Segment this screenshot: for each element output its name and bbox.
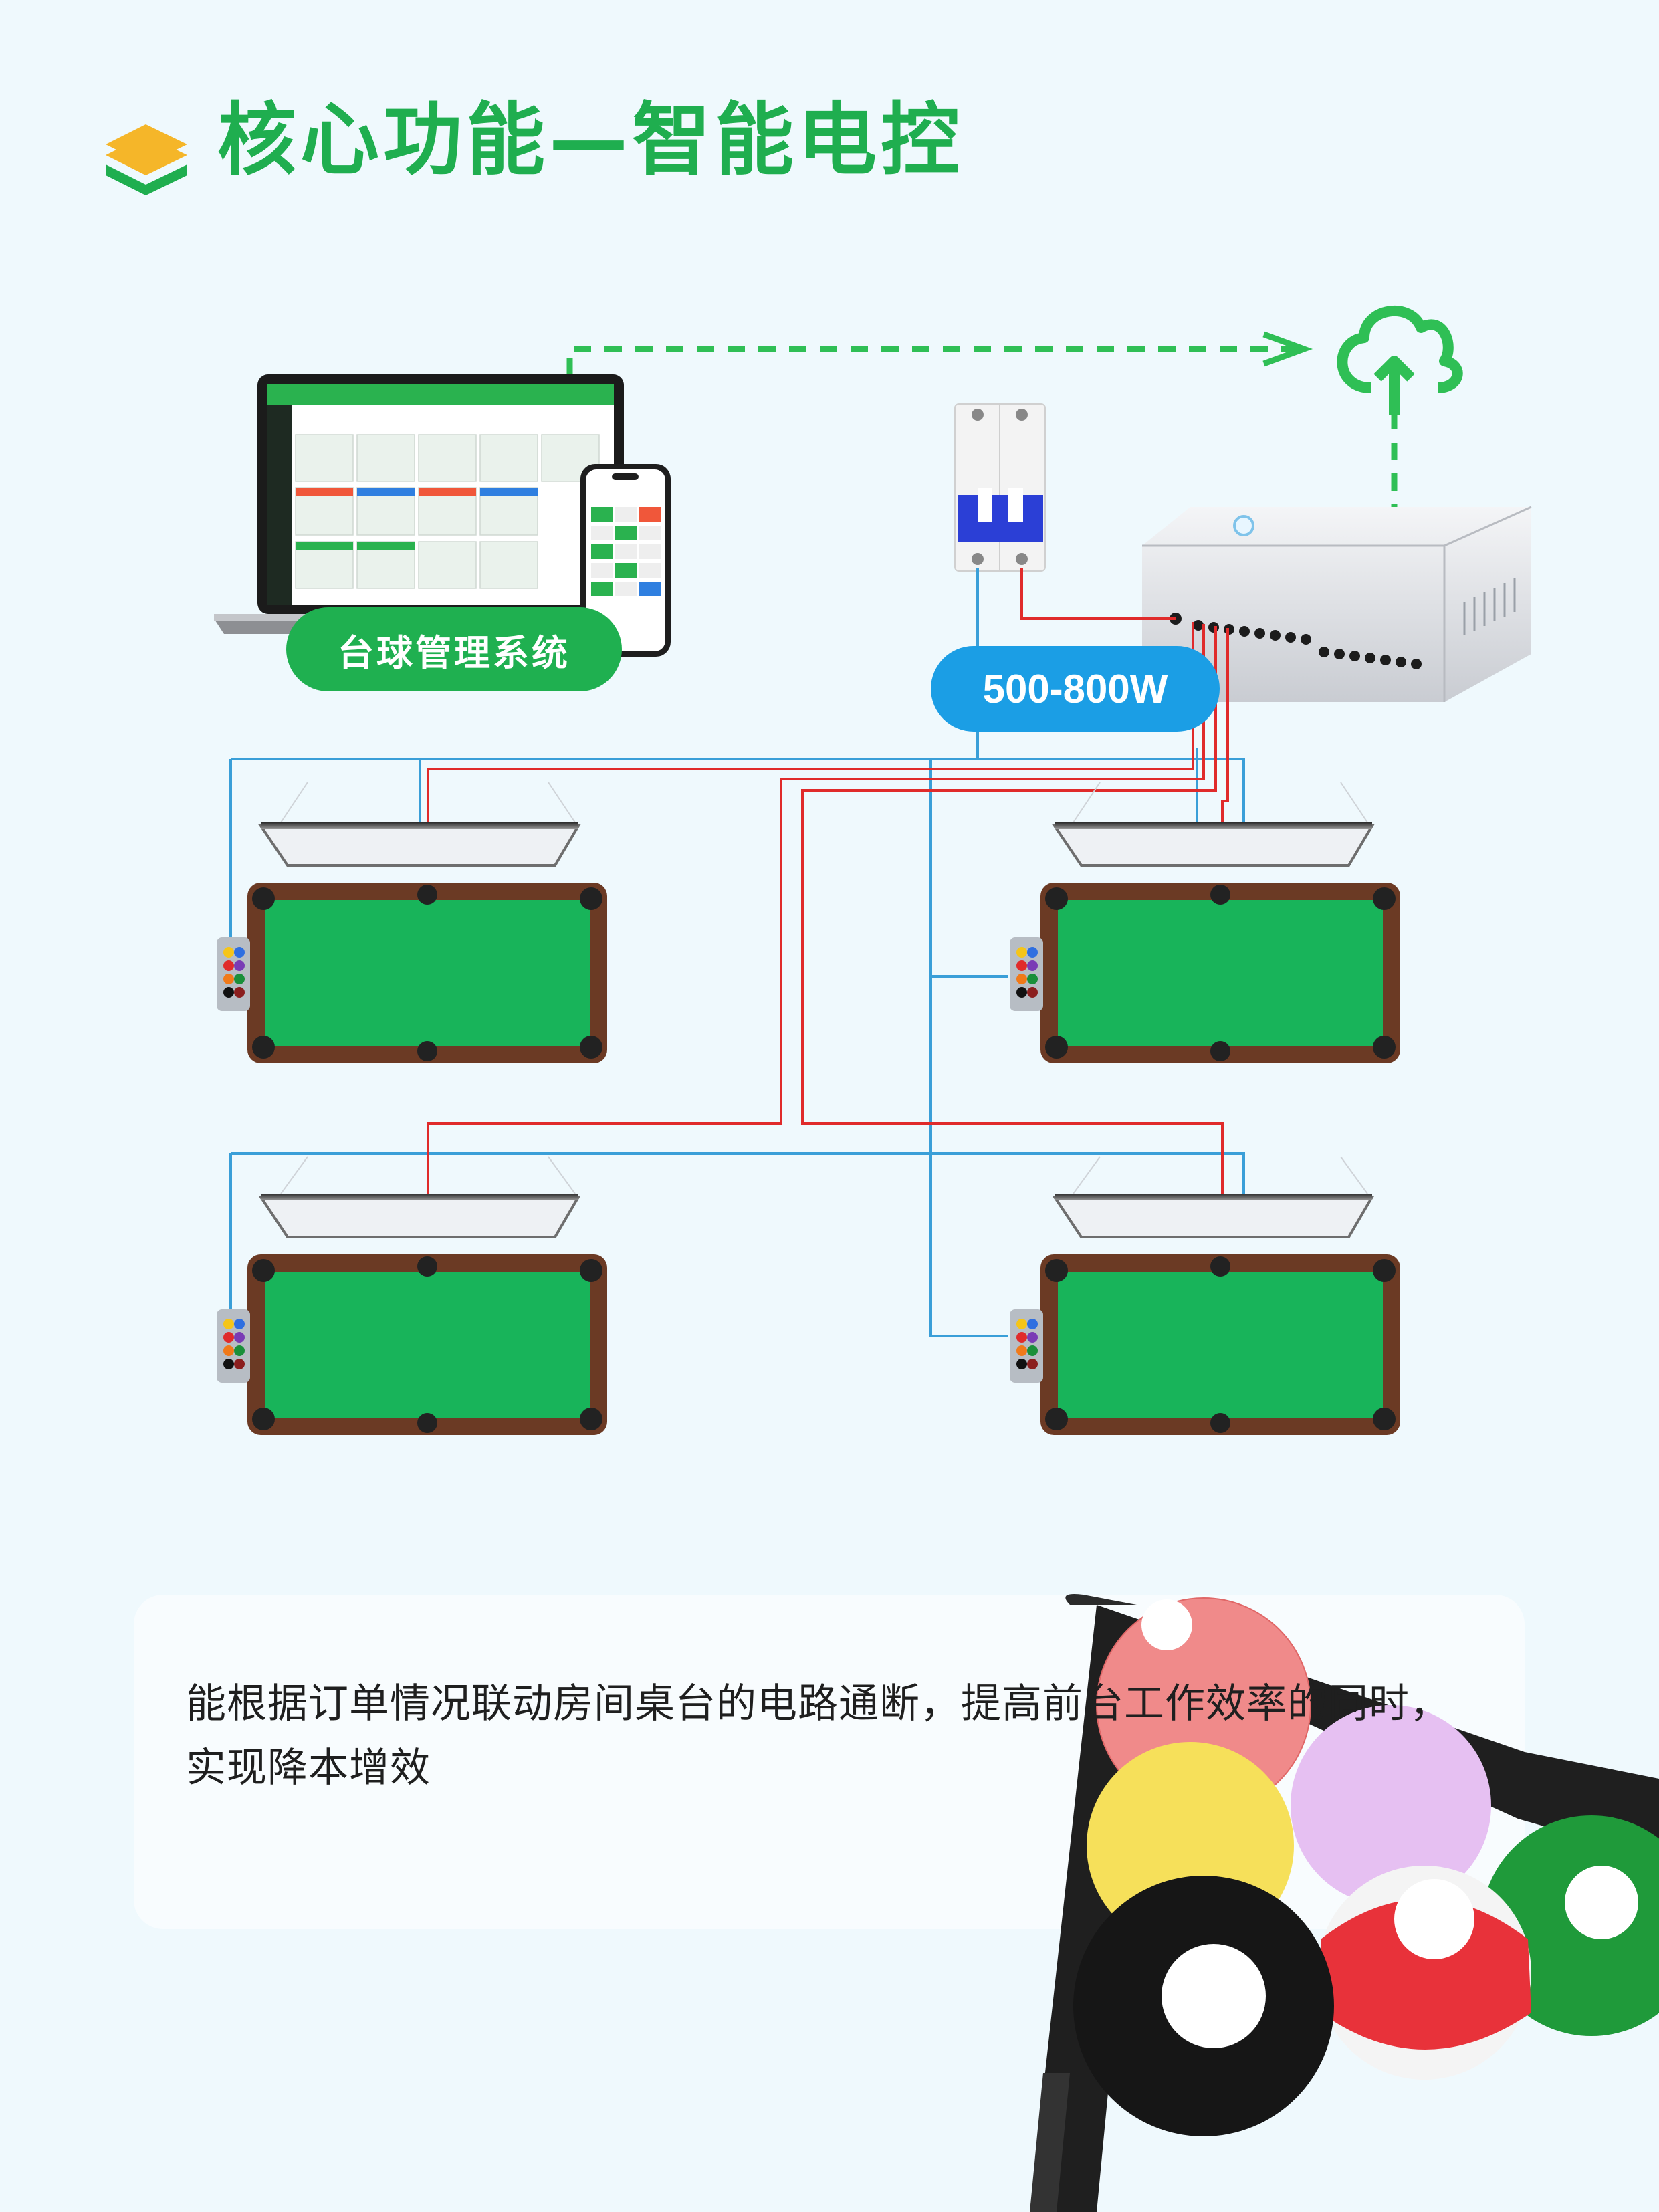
phone-icon <box>580 464 671 657</box>
arrow-head <box>1262 331 1313 367</box>
pendant-lamp-icon <box>258 782 1375 1238</box>
cloud-upload-icon <box>1337 306 1463 415</box>
description-text: 能根据订单情况联动房间桌台的电路通断，提高前台工作效率的同时，实现降本增效 <box>186 1680 1450 1791</box>
page-title: 核心功能—智能电控 <box>217 94 964 186</box>
circuit-breaker-icon <box>954 403 1046 572</box>
system-label: 台球管理系统 <box>286 607 622 691</box>
network-dashed-link <box>566 346 1398 522</box>
laptop-icon <box>214 374 669 634</box>
billiard-table-icon <box>217 883 1400 1435</box>
power-label: 500-800W <box>931 646 1220 732</box>
